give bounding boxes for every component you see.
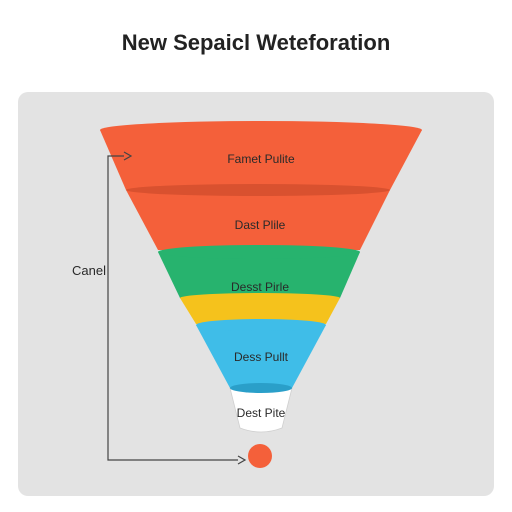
funnel-stage-3-body bbox=[180, 298, 340, 324]
funnel-stage-0: Famet Pulite bbox=[100, 121, 422, 190]
funnel-stage-5-label: Dest Pite bbox=[237, 406, 286, 420]
funnel-stage-0-body bbox=[100, 130, 422, 190]
side-connector bbox=[107, 151, 247, 465]
funnel-stage-1-rim bbox=[126, 184, 390, 196]
funnel-stage-0-label: Famet Pulite bbox=[227, 152, 295, 166]
funnel-stage-5: Dest Pite bbox=[229, 383, 293, 433]
connector-line bbox=[107, 155, 238, 461]
funnel-stage-4-label: Dess Pullt bbox=[234, 350, 289, 364]
funnel-stage-4-rim bbox=[196, 319, 326, 331]
arrow-head-top bbox=[123, 151, 133, 161]
funnel-stage-4: Dess Pullt bbox=[196, 319, 326, 388]
funnel-stage-5-rim bbox=[230, 383, 292, 393]
funnel-stage-1-label: Dast Plile bbox=[235, 218, 286, 232]
funnel-stage-2: Desst Pirle bbox=[158, 245, 360, 298]
funnel-stage-0-rim bbox=[100, 121, 422, 139]
funnel-stage-1-body bbox=[126, 190, 390, 250]
funnel-stage-2-rim bbox=[158, 245, 360, 259]
funnel-stage-4-body bbox=[196, 325, 326, 388]
funnel-outlet-dot bbox=[248, 444, 272, 468]
funnel-stage-3-rim bbox=[180, 293, 340, 303]
arrow-head-bottom bbox=[237, 455, 247, 465]
funnel-stage-3 bbox=[180, 293, 340, 324]
funnel-stage-5-body bbox=[229, 387, 293, 433]
page-title: New Sepaicl Weteforation bbox=[121, 30, 391, 55]
funnel-stage-1: Dast Plile bbox=[126, 184, 390, 250]
side-label: Canel bbox=[72, 263, 106, 278]
funnel-stage-2-label: Desst Pirle bbox=[231, 280, 289, 294]
funnel-stage-2-body bbox=[158, 252, 360, 298]
